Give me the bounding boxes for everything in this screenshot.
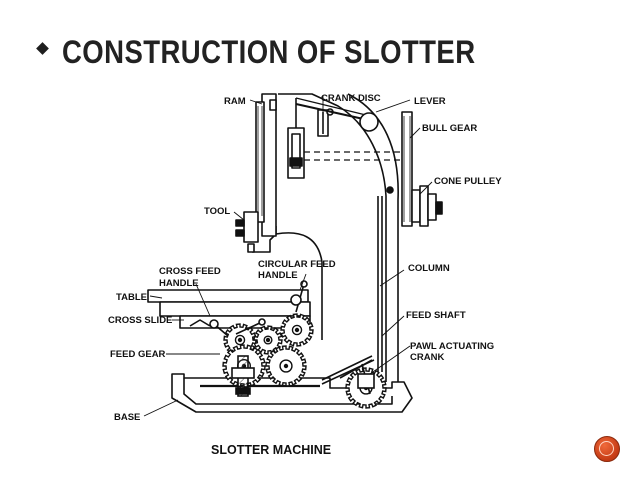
diagram-caption: SLOTTER MACHINE [211, 443, 331, 457]
circular-feed-handle [290, 280, 308, 313]
gear-circular-feed-axle [294, 327, 300, 333]
label-cone-pulley: CONE PULLEY [434, 176, 502, 187]
machine-base [171, 373, 413, 413]
gear-intermediate-axle [283, 363, 289, 369]
label-feed-gear: FEED GEAR [110, 349, 166, 360]
bull-gear [401, 111, 413, 227]
label-circular-feed-line2: HANDLE [258, 270, 298, 281]
feed-shaft [321, 196, 383, 385]
machine-column [252, 93, 399, 382]
leader-lines [143, 96, 433, 417]
label-crank-disc: CRANK DISC [321, 93, 381, 104]
label-base: BASE [114, 412, 140, 423]
label-feed-shaft: FEED SHAFT [406, 310, 466, 321]
label-cross-feed-line2: HANDLE [159, 278, 199, 289]
label-bull-gear: BULL GEAR [422, 123, 477, 134]
callout-labels: RAM CRANK DISC LEVER BULL GEAR CONE PULL… [108, 93, 502, 457]
feed-screw [231, 355, 255, 397]
gear-cross-feed-axle [237, 337, 243, 343]
gear-small-axle [265, 337, 271, 343]
pawl-actuating-crank [357, 363, 375, 395]
label-circular-feed-line1: CIRCULAR FEED [258, 259, 336, 270]
nav-ring [599, 441, 614, 456]
label-ram: RAM [224, 96, 246, 107]
ram [255, 93, 277, 237]
drive-shafts [304, 151, 402, 161]
lever [295, 97, 379, 132]
label-table: TABLE [116, 292, 147, 303]
circle-nav-icon[interactable] [594, 436, 620, 462]
label-column: COLUMN [408, 263, 450, 274]
crank-disc [287, 98, 334, 179]
cone-pulley [386, 185, 443, 227]
slide-title: CONSTRUCTION OF SLOTTER [62, 34, 476, 70]
label-pawl-line2: CRANK [410, 352, 444, 363]
cross-feed-handle [209, 318, 266, 337]
label-cross-feed-line1: CROSS FEED [159, 266, 221, 277]
label-pawl-line1: PAWL ACTUATING [410, 341, 494, 352]
tool-holder [235, 211, 259, 253]
label-lever: LEVER [414, 96, 446, 107]
label-cross-slide: CROSS SLIDE [108, 315, 172, 326]
label-tool: TOOL [204, 206, 230, 217]
